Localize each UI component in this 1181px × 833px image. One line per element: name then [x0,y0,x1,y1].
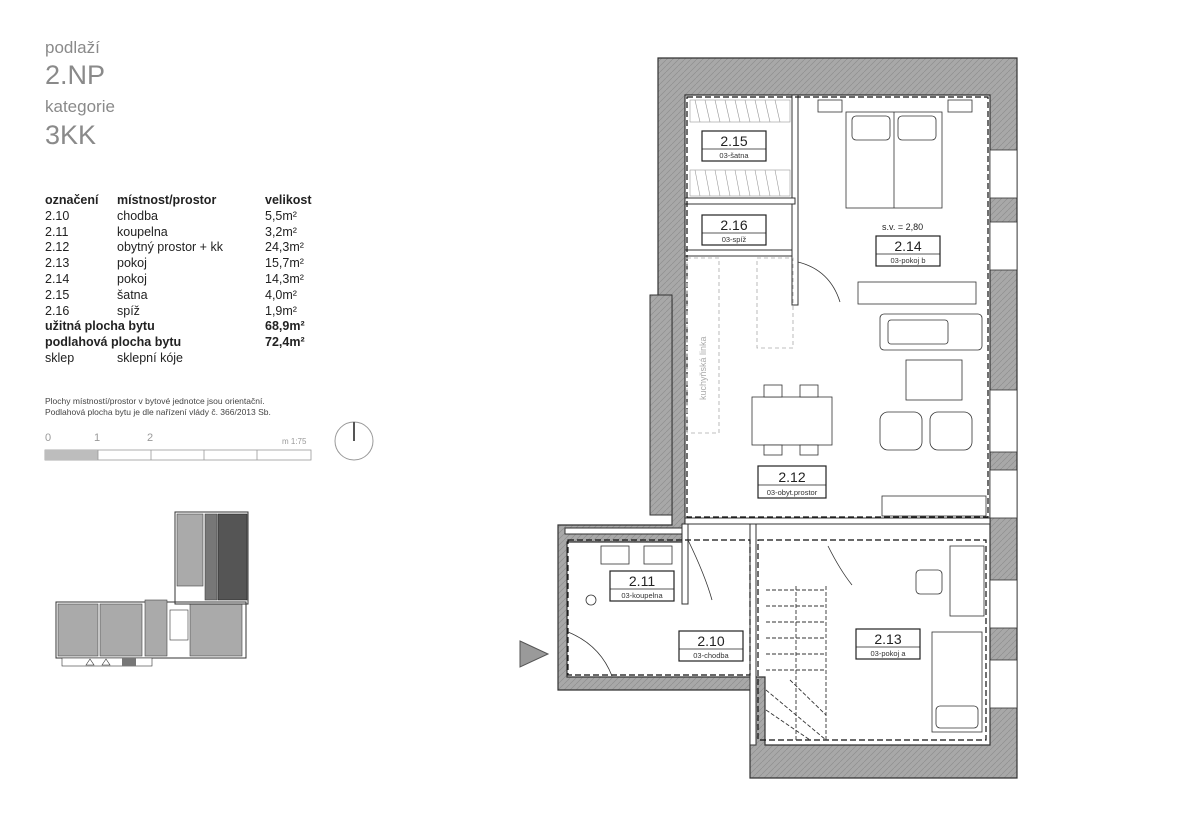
dining-table [751,384,833,456]
room-label-2-14: 2.14 03-pokoj b [875,235,941,267]
room-label-2-16: 2.16 03-spíž [701,214,767,246]
svg-text:2.16: 2.16 [720,217,747,233]
svg-text:2.10: 2.10 [697,633,724,649]
legend-col-size: velikost [265,193,312,207]
single-bed [931,631,983,733]
dresser [857,281,977,305]
svg-text:03-chodba: 03-chodba [693,651,729,660]
legend-col-room: místnost/prostor [117,193,217,207]
entrance-arrow-icon [519,640,550,668]
area-note: Plochy místností/prostor v bytové jednot… [45,396,365,418]
room-label-2-11: 2.11 03-koupelna [609,570,675,602]
door-swing [687,539,713,601]
room-label-2-15: 2.15 03-šatna [701,130,767,162]
svg-text:03-pokoj a: 03-pokoj a [870,649,906,658]
key-plan [55,511,249,667]
door-swing [567,631,613,677]
category-value: 3KK [45,120,97,150]
tv-unit [881,495,987,517]
scale-tick-2: 2 [147,432,154,444]
svg-text:03-obyt.prostor: 03-obyt.prostor [767,488,818,497]
windows [989,149,1018,709]
wardrobe-shelves [689,99,791,197]
svg-text:03-šatna: 03-šatna [719,151,749,160]
scale-unit: m 1:75 [282,437,307,446]
desk [915,545,985,617]
interior-walls [564,94,991,746]
svg-text:03-pokoj b: 03-pokoj b [890,256,925,265]
room-outlines [567,96,989,741]
legend-col-code: označení [45,193,99,207]
floor-value: 2.NP [45,60,106,90]
note-line: Plochy místností/prostor v bytové jednot… [45,396,265,406]
double-bed [817,99,973,209]
floor-label: podlaží [45,38,100,57]
svg-text:03-koupelna: 03-koupelna [621,591,663,600]
room-label-2-13: 2.13 03-pokoj a [855,628,921,660]
svg-text:2.14: 2.14 [894,238,921,254]
svg-text:2.13: 2.13 [874,631,901,647]
door-swing [797,261,841,303]
armchairs [879,411,973,451]
outer-walls [557,57,1018,779]
ceiling-height-label: s.v. = 2,80 [882,222,923,232]
kitchen-counter [686,257,794,434]
staircase [765,586,827,741]
bathroom-fixtures [585,545,673,606]
legend-header: označení místnost/prostor velikost [45,193,320,209]
north-arrow-icon [334,421,374,461]
coffee-table [905,359,963,401]
category-label: kategorie [45,97,115,116]
scale-bar [44,449,312,461]
door-swing [827,545,853,586]
note-line: Podlahová plocha bytu je dle nařízení vl… [45,407,271,417]
sofa [879,313,983,351]
room-label-2-10: 2.10 03-chodba [678,630,744,662]
room-label-2-12: 2.12 03-obyt.prostor [757,465,827,499]
svg-text:2.15: 2.15 [720,133,747,149]
kitchen-label: kuchyňská linka [698,336,708,400]
svg-text:2.12: 2.12 [778,469,805,485]
scale-tick-1: 1 [94,432,101,444]
svg-text:2.11: 2.11 [629,573,655,589]
svg-text:03-spíž: 03-spíž [722,235,747,244]
scale-tick-0: 0 [45,432,52,444]
